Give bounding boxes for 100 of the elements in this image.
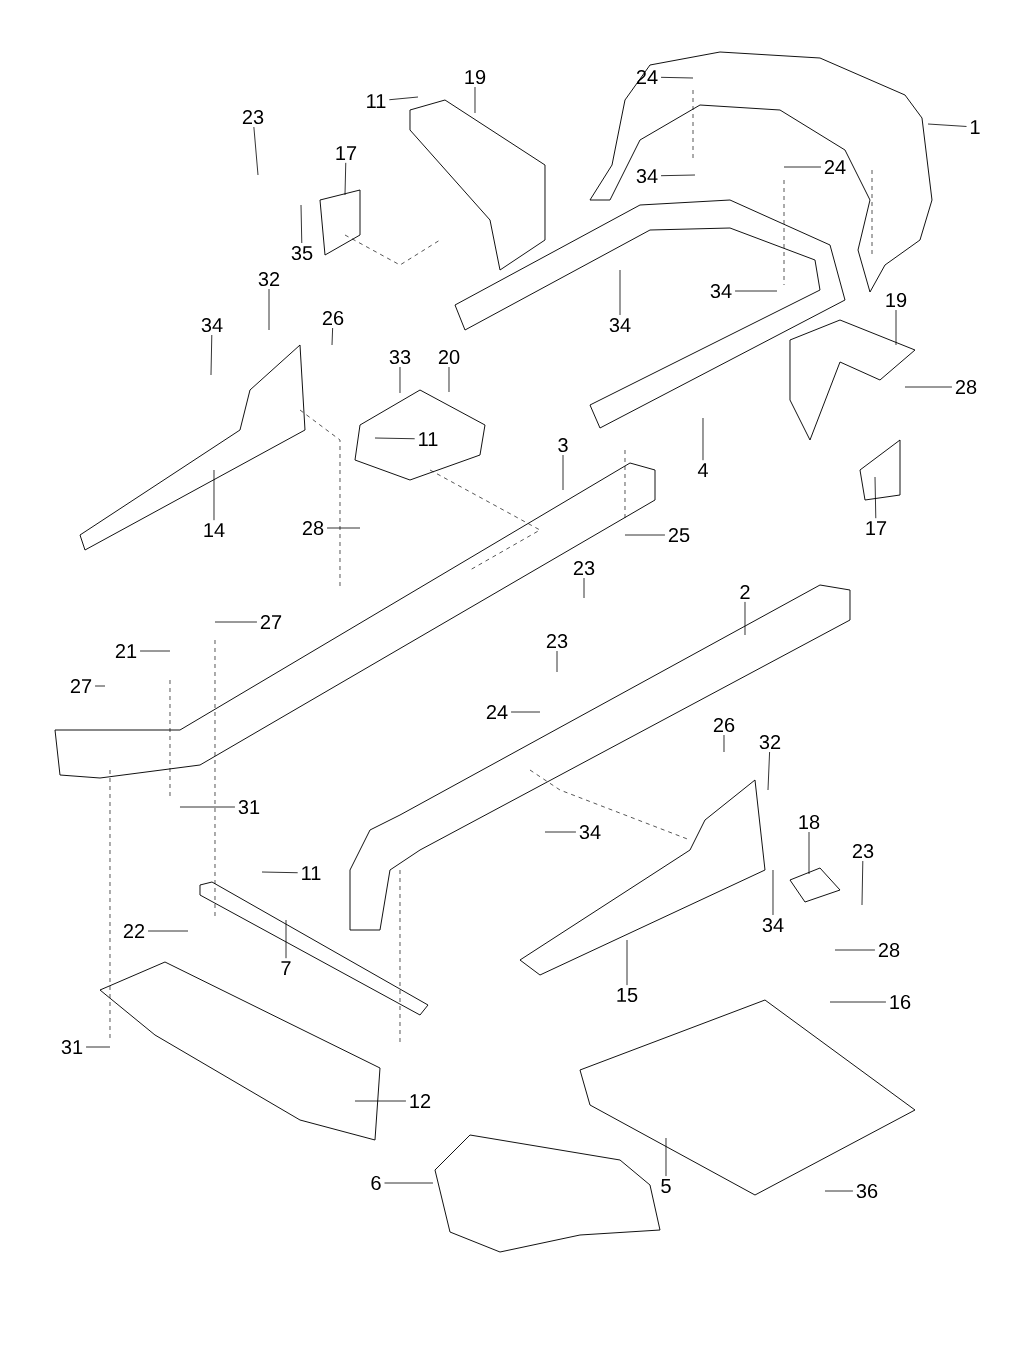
leader-line	[723, 734, 725, 753]
leader-line	[261, 871, 299, 874]
leader-line	[253, 126, 259, 176]
leader-line	[331, 327, 334, 346]
leader-line	[285, 919, 287, 959]
callout-number: 20	[438, 349, 460, 365]
leader-line	[214, 621, 258, 623]
callout-number: 2	[740, 585, 750, 599]
leader-line	[354, 1100, 407, 1102]
leader-line	[808, 831, 810, 875]
callout-number: 16	[890, 994, 911, 1010]
leader-line	[556, 650, 558, 673]
callout-number: 3	[558, 437, 568, 453]
callout-number: 24	[824, 160, 846, 174]
callout-number: 24	[636, 70, 658, 84]
leader-line	[510, 711, 541, 713]
leader-line	[268, 288, 270, 331]
callout-number: 28	[955, 379, 977, 395]
leader-line	[702, 417, 704, 461]
callout-number: 26	[322, 310, 344, 326]
callout-number: 27	[260, 615, 282, 629]
leader-line	[624, 534, 666, 536]
leader-line	[767, 751, 770, 791]
callout-number: 12	[410, 1094, 431, 1108]
callout-number: 28	[878, 942, 900, 958]
leader-line	[139, 650, 171, 652]
leader-line	[619, 269, 621, 316]
leader-line	[895, 309, 897, 346]
leader-line	[179, 806, 236, 808]
leader-line	[904, 386, 953, 388]
callout-number: 34	[710, 283, 732, 299]
callout-number: 5	[661, 1179, 671, 1193]
callout-number: 17	[336, 146, 357, 160]
leader-line	[927, 123, 967, 127]
callout-number: 32	[258, 271, 280, 287]
callout-number: 34	[762, 917, 784, 933]
callout-number: 22	[123, 924, 145, 938]
leader-line	[772, 869, 774, 916]
callout-number: 33	[389, 349, 411, 365]
callout-number: 34	[579, 824, 601, 840]
leader-line	[744, 601, 746, 636]
callout-number: 28	[302, 520, 324, 536]
leader-line	[94, 685, 106, 687]
callout-number: 23	[242, 109, 264, 125]
callout-number: 6	[371, 1175, 381, 1191]
leader-line	[344, 162, 347, 196]
leader-line	[829, 1001, 887, 1003]
leader-line	[474, 86, 476, 114]
leader-line	[660, 174, 696, 177]
callout-number: 4	[697, 463, 708, 477]
callout-number: 23	[852, 843, 874, 859]
leader-line	[626, 939, 628, 986]
leader-line	[326, 527, 361, 529]
leader-line	[213, 469, 215, 521]
leader-line	[448, 366, 450, 393]
leader-line	[583, 577, 585, 599]
leader-line	[374, 437, 416, 440]
leader-line	[388, 96, 419, 101]
leader-line	[562, 454, 564, 491]
callout-number: 18	[799, 814, 820, 830]
leader-line	[783, 166, 822, 168]
callout-number: 21	[115, 644, 137, 658]
callout-number: 1	[970, 120, 980, 134]
callout-number: 11	[367, 94, 386, 108]
leader-line	[861, 860, 864, 906]
callout-number: 24	[486, 705, 508, 719]
callout-number: 23	[573, 560, 595, 576]
callout-number: 26	[713, 717, 735, 733]
leader-line	[824, 1190, 854, 1192]
leader-line	[300, 204, 303, 244]
callout-number: 25	[668, 527, 690, 543]
callout-number: 7	[281, 961, 291, 975]
callout-number: 15	[617, 988, 638, 1002]
leader-line	[210, 334, 213, 376]
callout-number: 17	[866, 521, 887, 535]
callout-number: 19	[465, 69, 486, 85]
leader-line	[85, 1046, 111, 1048]
callout-number: 34	[609, 317, 631, 333]
leader-line	[399, 366, 401, 394]
callout-number: 36	[856, 1183, 878, 1199]
callout-number: 19	[886, 292, 907, 308]
callout-number: 14	[204, 523, 225, 537]
leader-line	[147, 930, 189, 932]
leader-line	[834, 949, 876, 951]
leader-line	[874, 476, 877, 519]
callout-number: 31	[238, 799, 260, 815]
callout-number: 11	[302, 866, 321, 880]
callout-number: 27	[70, 679, 92, 693]
leader-line	[384, 1182, 434, 1184]
leader-line	[734, 290, 778, 292]
callout-number: 11	[419, 432, 438, 446]
callout-number: 34	[636, 168, 658, 184]
callout-number: 32	[759, 734, 781, 750]
leader-line	[665, 1137, 667, 1177]
leader-line	[660, 76, 694, 79]
callout-number: 31	[61, 1039, 83, 1055]
callout-number: 35	[291, 245, 313, 261]
leader-line	[544, 831, 577, 833]
callout-number: 23	[546, 633, 568, 649]
callout-number: 34	[201, 317, 223, 333]
